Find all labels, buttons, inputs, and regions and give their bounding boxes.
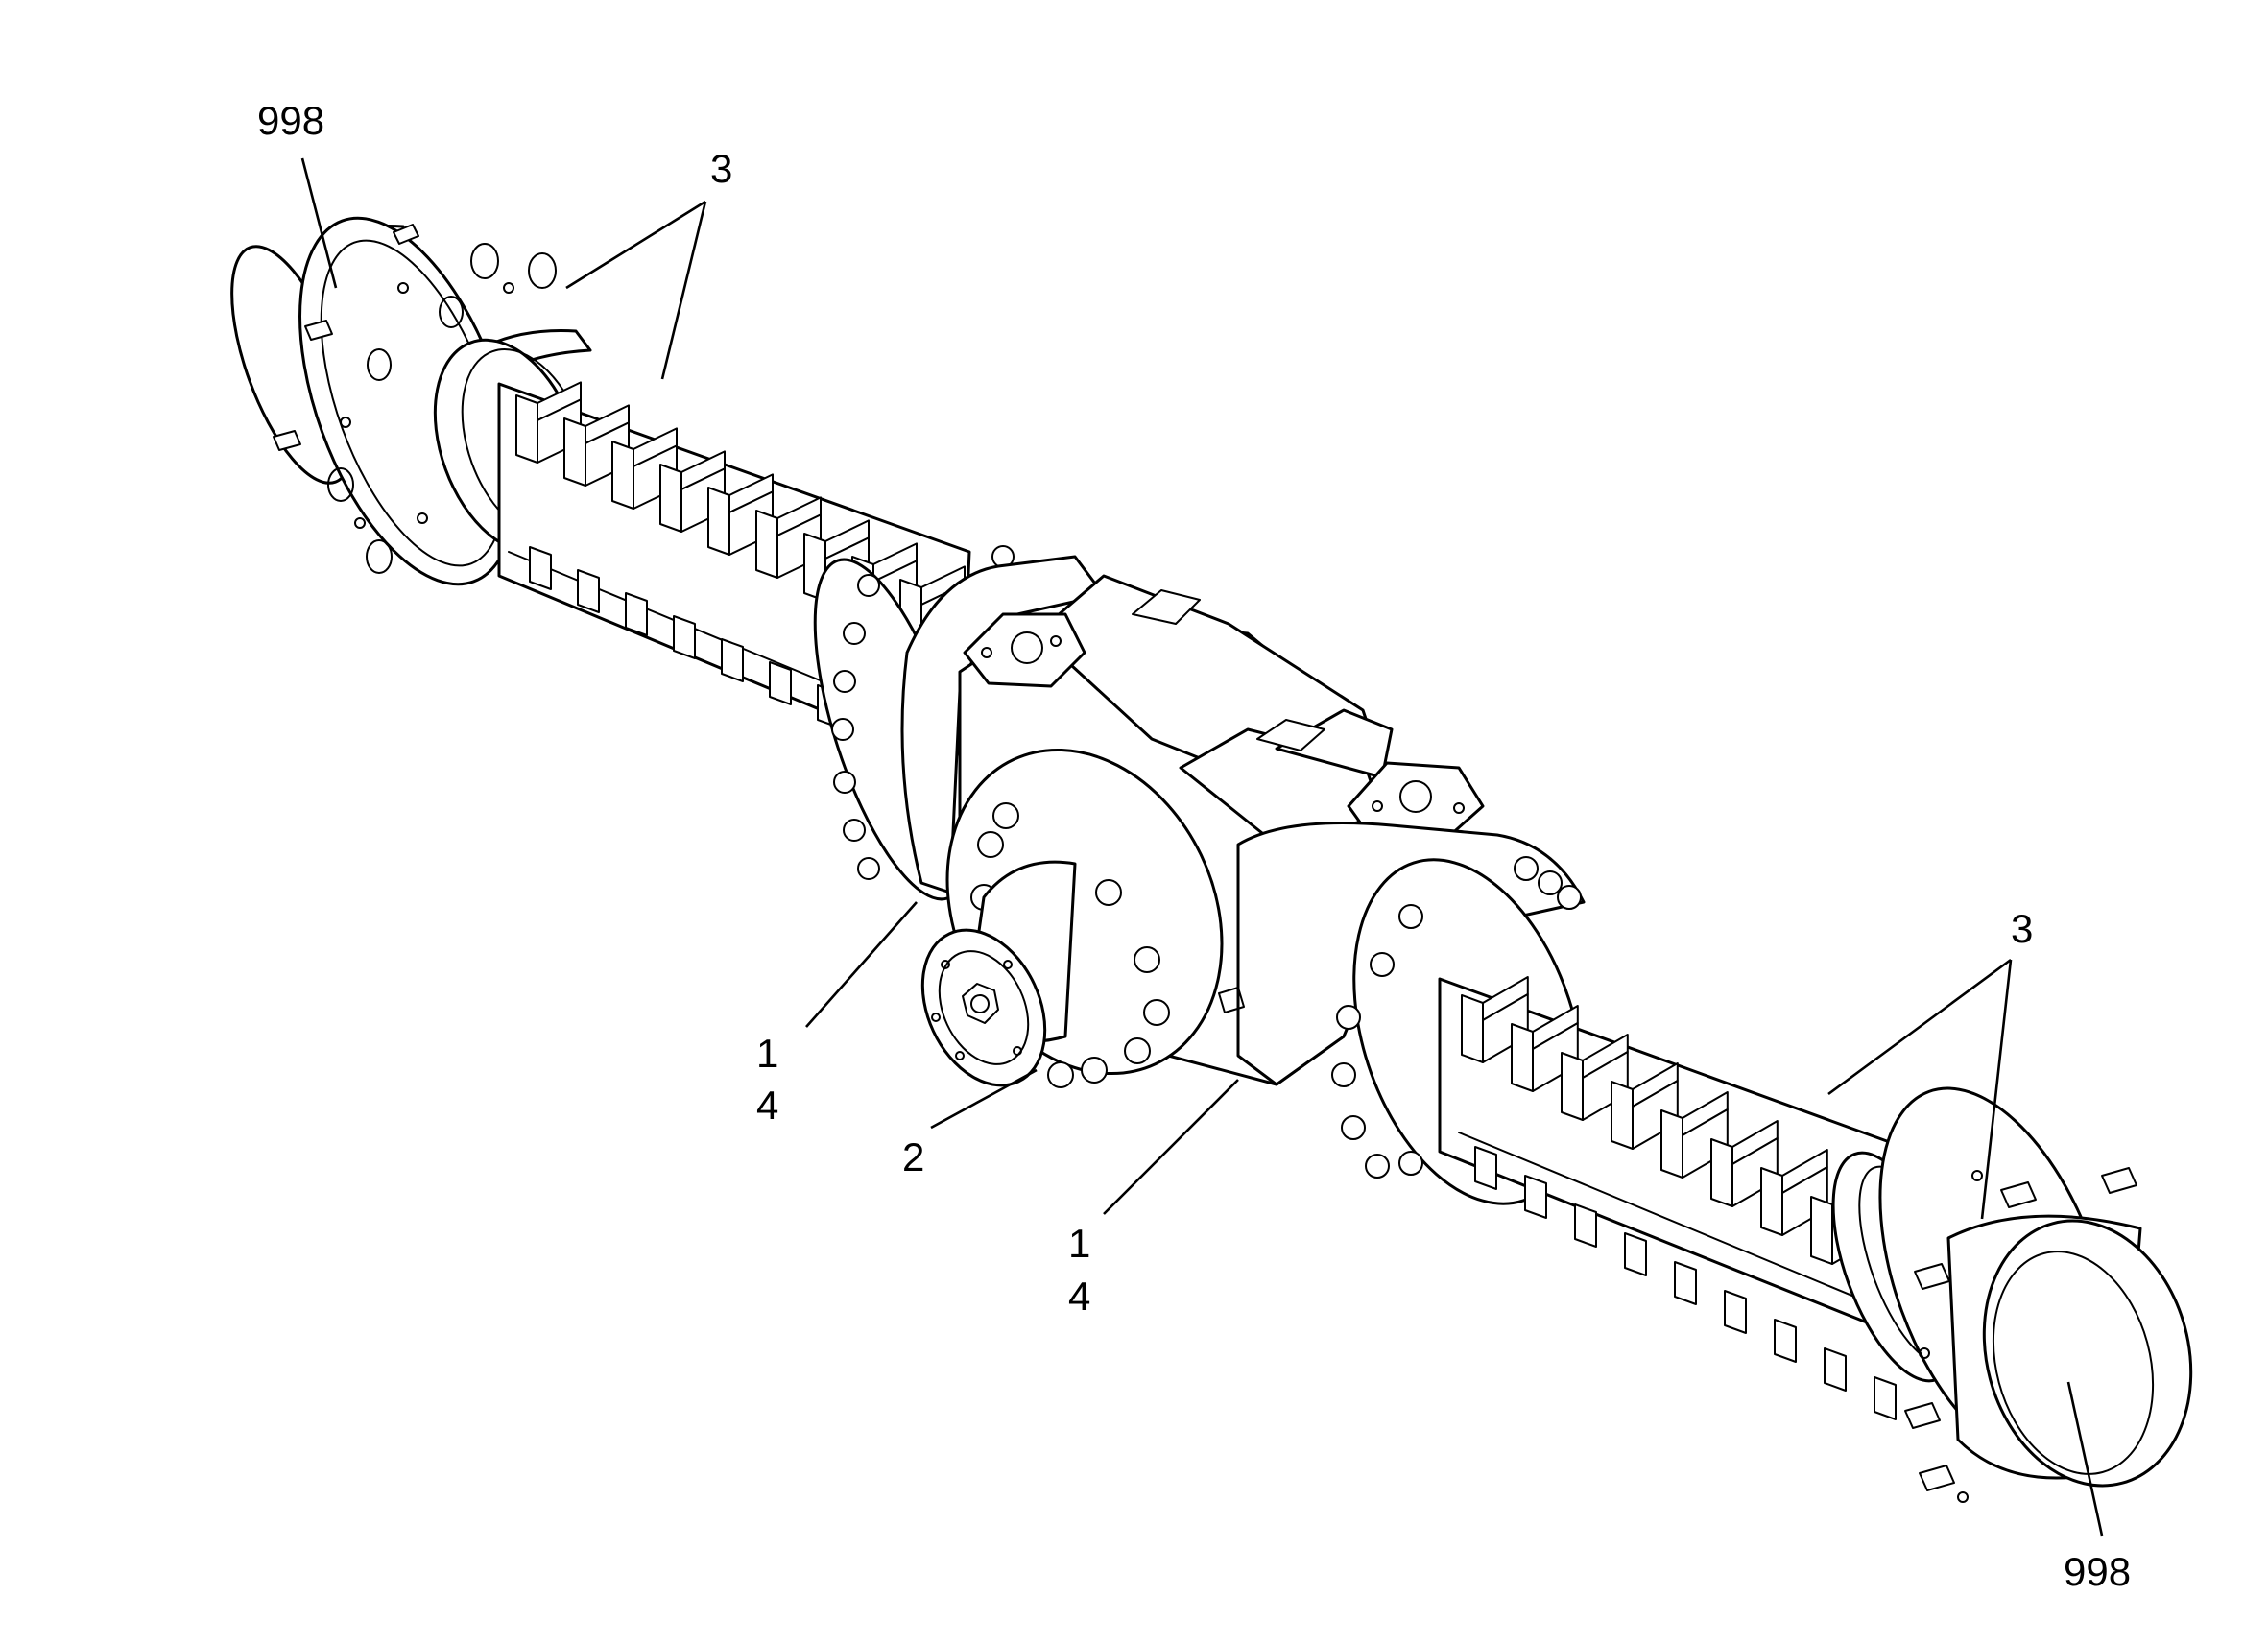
- right-wheel-hub: [1831, 1086, 2193, 1503]
- leader-3-left-a: [565, 200, 706, 290]
- leader-lines: [300, 157, 2104, 1537]
- callout-3-right: 3: [2011, 906, 2033, 951]
- left-weight-block-lower: [673, 615, 696, 659]
- leader-3-left-b: [660, 201, 707, 380]
- right-weight-block-upper: [1461, 976, 1529, 1063]
- right-weight-block-upper: [1511, 1005, 1579, 1092]
- left-weight-block-lower: [721, 638, 744, 682]
- right-weight-block-lower: [1574, 1203, 1597, 1248]
- right-weight-block-upper: [1611, 1062, 1679, 1150]
- callout-labels: 998 3 1 4 2 1 4 3 998: [257, 98, 2131, 1594]
- leader-1-right: [1103, 1079, 1239, 1215]
- leader-998-right: [2066, 1381, 2104, 1537]
- right-weight-block-lower: [1524, 1175, 1547, 1219]
- leader-998-left: [300, 157, 338, 289]
- leader-2: [930, 1068, 1038, 1130]
- left-weight-block-upper: [563, 404, 630, 487]
- right-weight-block-upper: [1660, 1091, 1729, 1179]
- left-weight-block-lower: [529, 546, 552, 590]
- right-weight-block-lower: [1474, 1146, 1497, 1190]
- right-weight-block-lower: [1624, 1232, 1647, 1276]
- callout-3-left: 3: [710, 146, 732, 191]
- callout-998-right: 998: [2064, 1549, 2131, 1594]
- right-weight-block-upper: [1710, 1120, 1779, 1207]
- callout-4-left: 4: [756, 1083, 778, 1128]
- right-weight-block-lower: [1824, 1347, 1847, 1392]
- callout-4-right: 4: [1068, 1274, 1090, 1319]
- pinion-input-flange: [920, 748, 1224, 1088]
- callout-998-left: 998: [257, 98, 324, 143]
- right-weight-block-lower: [1724, 1290, 1747, 1334]
- leader-3-right-a: [1827, 958, 2012, 1096]
- leader-3-right-b: [1980, 959, 2013, 1220]
- left-weight-block-lower: [625, 592, 648, 636]
- leader-1-left: [805, 901, 918, 1028]
- right-weight-block-lower: [1674, 1261, 1697, 1305]
- right-weight-block-lower: [1874, 1376, 1897, 1420]
- callout-1-left: 1: [756, 1031, 778, 1076]
- right-weight-block-lower: [1774, 1319, 1797, 1363]
- callout-2: 2: [902, 1134, 924, 1179]
- left-weight-block-lower: [577, 569, 600, 613]
- left-weight-block-lower: [769, 661, 792, 705]
- callout-1-right: 1: [1068, 1221, 1090, 1266]
